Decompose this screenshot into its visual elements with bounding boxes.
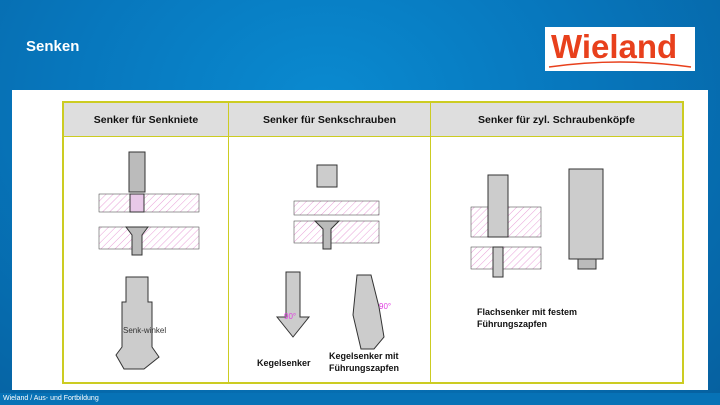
- svg-text:90°: 90°: [284, 312, 296, 321]
- column-header: Senker für zyl. Schraubenköpfe: [430, 101, 684, 137]
- countersink-table: Senker für Senkniete Senker für Senkschr…: [62, 101, 684, 384]
- counterbore-drawing: [470, 168, 604, 278]
- footer: Wieland / Aus- und Fortbildung: [0, 393, 720, 405]
- svg-text:Senk-winkel: Senk-winkel: [123, 326, 166, 335]
- page-title: Senken: [26, 38, 80, 55]
- column-header: Senker für Senkniete: [62, 101, 229, 137]
- countersink-rivet-drawing: Senk-winkel: [98, 151, 200, 370]
- cell-senkschrauben: 90° 90° Kegelsenker Kegelsenker mit Führ…: [228, 136, 431, 384]
- countersink-screw-drawing: 90° 90°: [275, 164, 391, 350]
- svg-text:90°: 90°: [379, 302, 391, 311]
- cell-zyl-schraubenkoepfe: Flachsenker mit festem Führungszapfen: [430, 136, 684, 384]
- caption-kegelsenker-fuehrungszapfen: Kegelsenker mit Führungszapfen: [329, 351, 399, 373]
- wieland-logo: Wieland: [545, 27, 695, 71]
- caption-flachsenker: Flachsenker mit festem Führungszapfen: [477, 307, 578, 329]
- column-header: Senker für Senkschrauben: [228, 101, 431, 137]
- cell-senkniete: Senk-winkel: [62, 136, 229, 384]
- caption-kegelsenker: Kegelsenker: [257, 358, 311, 368]
